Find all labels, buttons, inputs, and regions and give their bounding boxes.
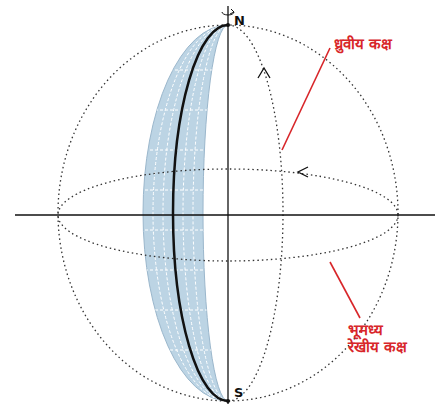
leader-line (330, 262, 360, 318)
polar-axis (227, 6, 228, 404)
rotation-symbol (230, 9, 234, 14)
swath-grid (130, 25, 230, 401)
grid-line (163, 25, 228, 401)
direction-arrow (258, 68, 270, 78)
pole-point (226, 399, 230, 403)
grid-line (130, 110, 230, 111)
grid-line (130, 270, 230, 271)
pole-label: S (234, 386, 243, 401)
grid-line (130, 190, 230, 191)
grid-line (130, 150, 230, 151)
swath-band (143, 25, 228, 401)
orbit-label: भूमध्य रेखीय कक्ष (348, 322, 410, 357)
polar-orbit-front (173, 25, 228, 401)
polar-orbit-back (228, 25, 283, 401)
horizontal-axis (15, 214, 435, 215)
grid-line (130, 230, 230, 231)
direction-arrow (298, 167, 308, 177)
grid-line (130, 350, 230, 351)
grid-line (153, 25, 228, 401)
pole-point (226, 23, 230, 27)
grid-line (193, 25, 228, 401)
grid-line (130, 70, 230, 71)
orbit-label: ध्रुवीय कक्ष (334, 36, 438, 53)
pole-label: N (234, 14, 245, 29)
leader-line (282, 48, 330, 150)
